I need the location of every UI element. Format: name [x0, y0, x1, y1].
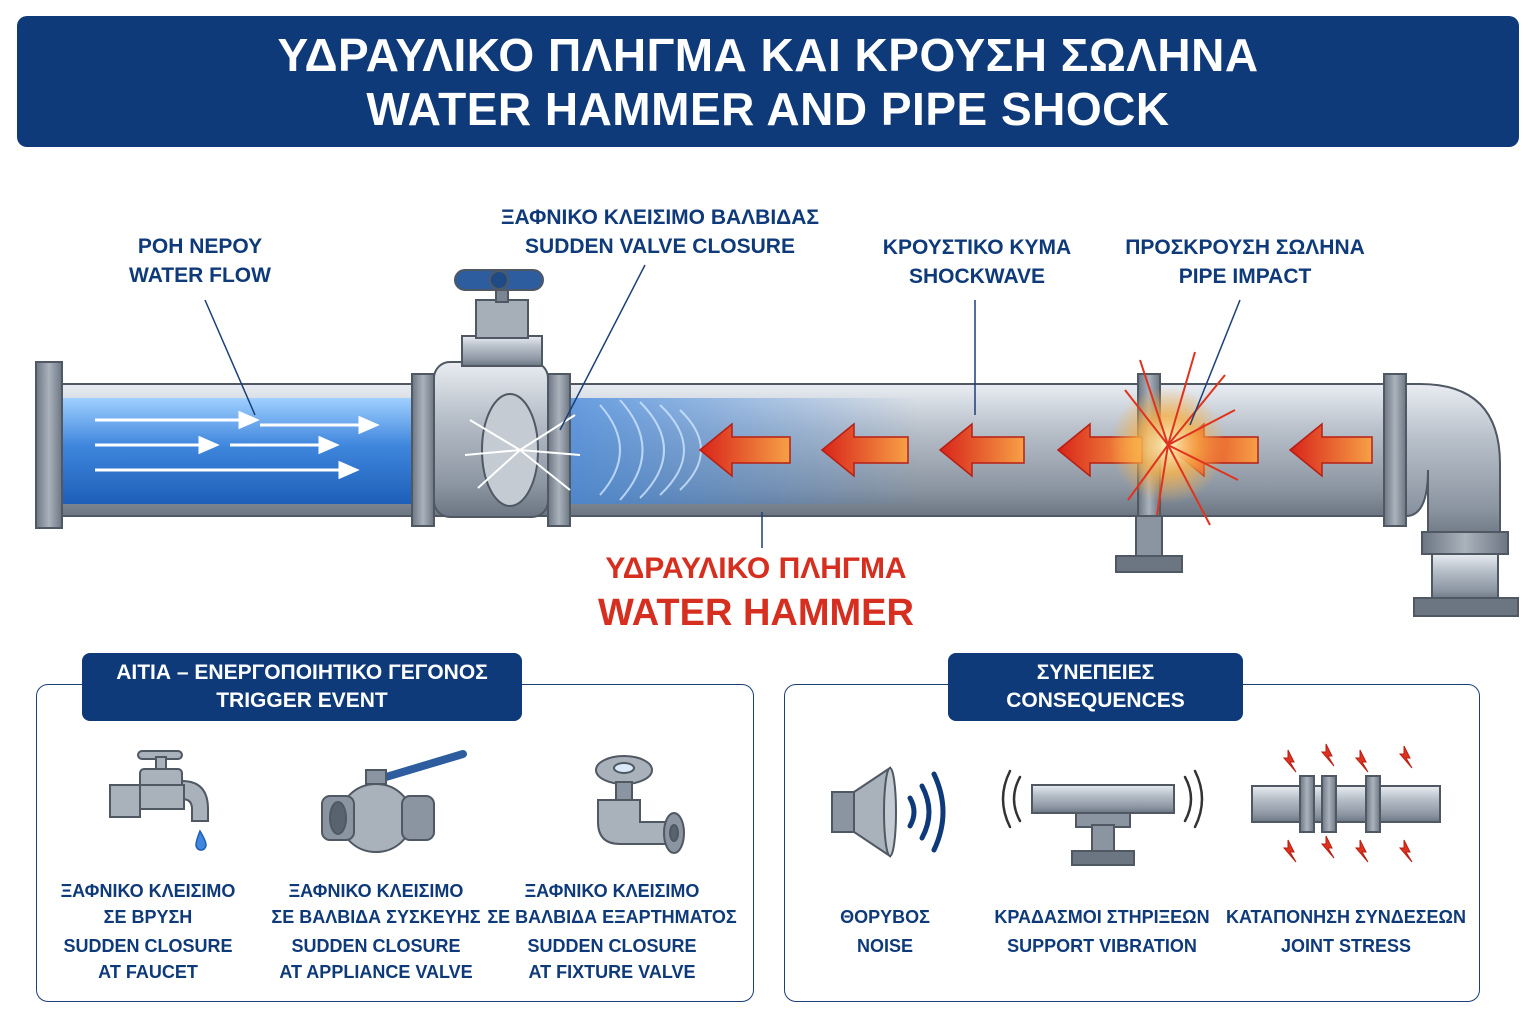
title-greek: ΥΔΡΑΥΛΙΚΟ ΠΛΗΓΜΑ ΚΑΙ ΚΡΟΥΣΗ ΣΩΛΗΝΑ	[277, 28, 1259, 81]
label-water-hammer: ΥΔΡΑΥΛΙΚΟ ΠΛΗΓΜΑ WATER HAMMER	[598, 552, 914, 634]
impact-lines	[1124, 351, 1239, 529]
title-banner: ΥΔΡΑΥΛΙΚΟ ΠΛΗΓΜΑ ΚΑΙ ΚΡΟΥΣΗ ΣΩΛΗΝΑ WATER…	[17, 16, 1519, 147]
label-shockwave: ΚΡΟΥΣΤΙΚΟ ΚΥΜΑ SHOCKWAVE	[882, 236, 1072, 288]
causes-header: ΑΙΤΙΑ – ΕΝΕΡΓΟΠΟΙΗΤΙΚΟ ΓΕΓΟΝΟΣ TRIGGER E…	[82, 653, 522, 721]
vibrating-pipe-icon	[1001, 769, 1204, 866]
consequences-header: ΣΥΝΕΠΕΙΕΣ CONSEQUENCES	[948, 653, 1243, 721]
label-pipe-impact: ΠΡΟΣΚΡΟΥΣΗ ΣΩΛΗΝΑ PIPE IMPACT	[1125, 236, 1365, 288]
flange	[547, 373, 571, 527]
angle-valve-icon	[595, 755, 685, 854]
flange	[1383, 373, 1407, 527]
consequences-panel	[784, 684, 1480, 1002]
stressed-joint-icon	[1251, 743, 1441, 863]
label-valve-closure: ΞΑΦΝΙΚΟ ΚΛΕΙΣΙΜΟ ΒΑΛΒΙΔΑΣ SUDDEN VALVE C…	[500, 206, 820, 258]
title-english: WATER HAMMER AND PIPE SHOCK	[366, 82, 1170, 135]
gate-valve	[433, 269, 549, 518]
speaker-icon	[831, 766, 946, 858]
consequence-caption-noise: ΘΟΡΥΒΟΣ NOISE	[840, 907, 930, 956]
pipe-support	[1115, 515, 1183, 573]
flow-arrows	[95, 410, 380, 480]
pipe-elbow	[1405, 383, 1519, 617]
label-water-flow: ΡΟΗ ΝΕΡΟΥ WATER FLOW	[129, 235, 271, 287]
end-flange	[35, 361, 63, 529]
flange	[411, 373, 435, 527]
ball-valve-icon	[321, 750, 467, 853]
faucet-icon	[109, 750, 209, 851]
consequence-caption-support-vibration: ΚΡΑΔΑΣΜΟΙ ΣΤΗΡΙΞΕΩΝ SUPPORT VIBRATION	[994, 907, 1210, 956]
leader-lines	[204, 264, 1241, 548]
consequence-caption-joint-stress: ΚΑΤΑΠΟΝΗΣΗ ΣΥΝΔΕΣΕΩΝ JOINT STRESS	[1226, 907, 1466, 956]
valve-spark	[464, 414, 581, 491]
